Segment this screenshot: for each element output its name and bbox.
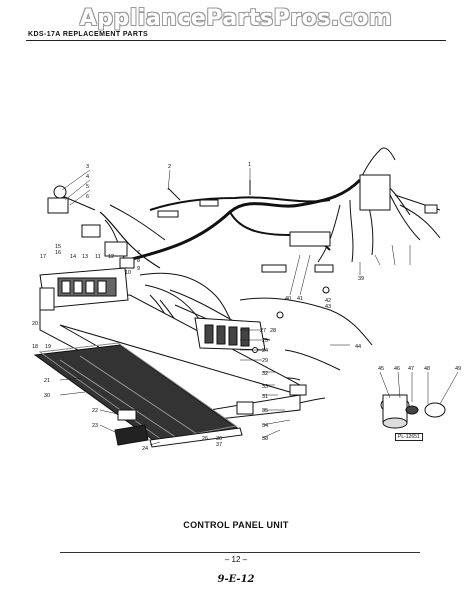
callout-39: 39 [358,276,364,282]
handwritten-note: 9-E-12 [217,574,255,585]
callout-47: 47 [408,366,414,372]
callout-44: 44 [355,344,361,350]
callout-18: 18 [32,344,38,350]
callout-24: 24 [142,446,148,452]
callout-1: 1 [248,162,251,168]
callout-29: 29 [262,358,268,364]
callout-8: 8 [137,258,140,264]
callout-17: 17 [40,254,46,260]
terminal-block-part [289,231,331,247]
callout-23: 23 [92,423,98,429]
callout-6: 6 [86,194,89,200]
footer-rule [60,552,420,553]
callout-21: 21 [44,378,50,384]
diagram-caption: CONTROL PANEL UNIT [183,520,289,530]
callout-14: 14 [70,254,76,260]
callout-46: 46 [394,366,400,372]
callout-7: 7 [137,250,140,256]
callout-26: 26 [202,436,208,442]
callout-43: 43 [325,304,331,310]
reference-code: PL-12651 [395,433,423,441]
watermark: AppliancePartsPros.com [79,6,393,31]
callout-11: 11 [95,254,101,260]
callout-32: 32 [262,371,268,377]
callout-40: 40 [285,296,291,302]
header-rule [26,40,446,41]
callout-33: 33 [262,384,268,390]
bracket-part [47,197,69,214]
callout-28: 28 [270,328,276,334]
callout-16: 16 [55,250,61,256]
callout-4: 4 [86,174,89,180]
relay-part [104,241,128,257]
callout-42: 42 [325,298,331,304]
callout-45: 45 [378,366,384,372]
callout-20: 20 [32,321,38,327]
callout-10: 10 [125,270,131,276]
callout-41: 41 [297,296,303,302]
wire-harness-main [119,178,362,264]
callout-13: 13 [82,254,88,260]
connector-part [81,224,101,238]
wire-harness-upper [149,196,331,211]
callout-19: 19 [45,344,51,350]
callout-2: 2 [168,164,171,170]
callout-25: 25 [262,338,268,344]
callout-15: 15 [55,244,61,250]
callout-49: 49 [455,366,461,372]
callout-22: 22 [92,408,98,414]
callout-3: 3 [86,164,89,170]
callout-48: 48 [424,366,430,372]
fuse-holder-part [117,409,137,421]
callout-37: 37 [216,442,222,448]
callout-38: 38 [262,436,268,442]
callout-35: 35 [262,408,268,414]
callout-12: 12 [108,254,114,260]
callout-9: 9 [137,266,140,272]
harness-connector-part [359,174,391,211]
switch-knob-part [53,185,67,199]
callout-24b: 24 [262,348,268,354]
callout-5: 5 [86,184,89,190]
callout-31: 31 [262,394,268,400]
callout-34: 34 [262,423,268,429]
wire-clamp-part [157,210,179,218]
callout-36: 36 [216,436,222,442]
callout-30: 30 [44,393,50,399]
document-header: KDS-17A REPLACEMENT PARTS [28,31,149,38]
page-number: – 12 – [224,555,248,564]
callout-27: 27 [260,328,266,334]
